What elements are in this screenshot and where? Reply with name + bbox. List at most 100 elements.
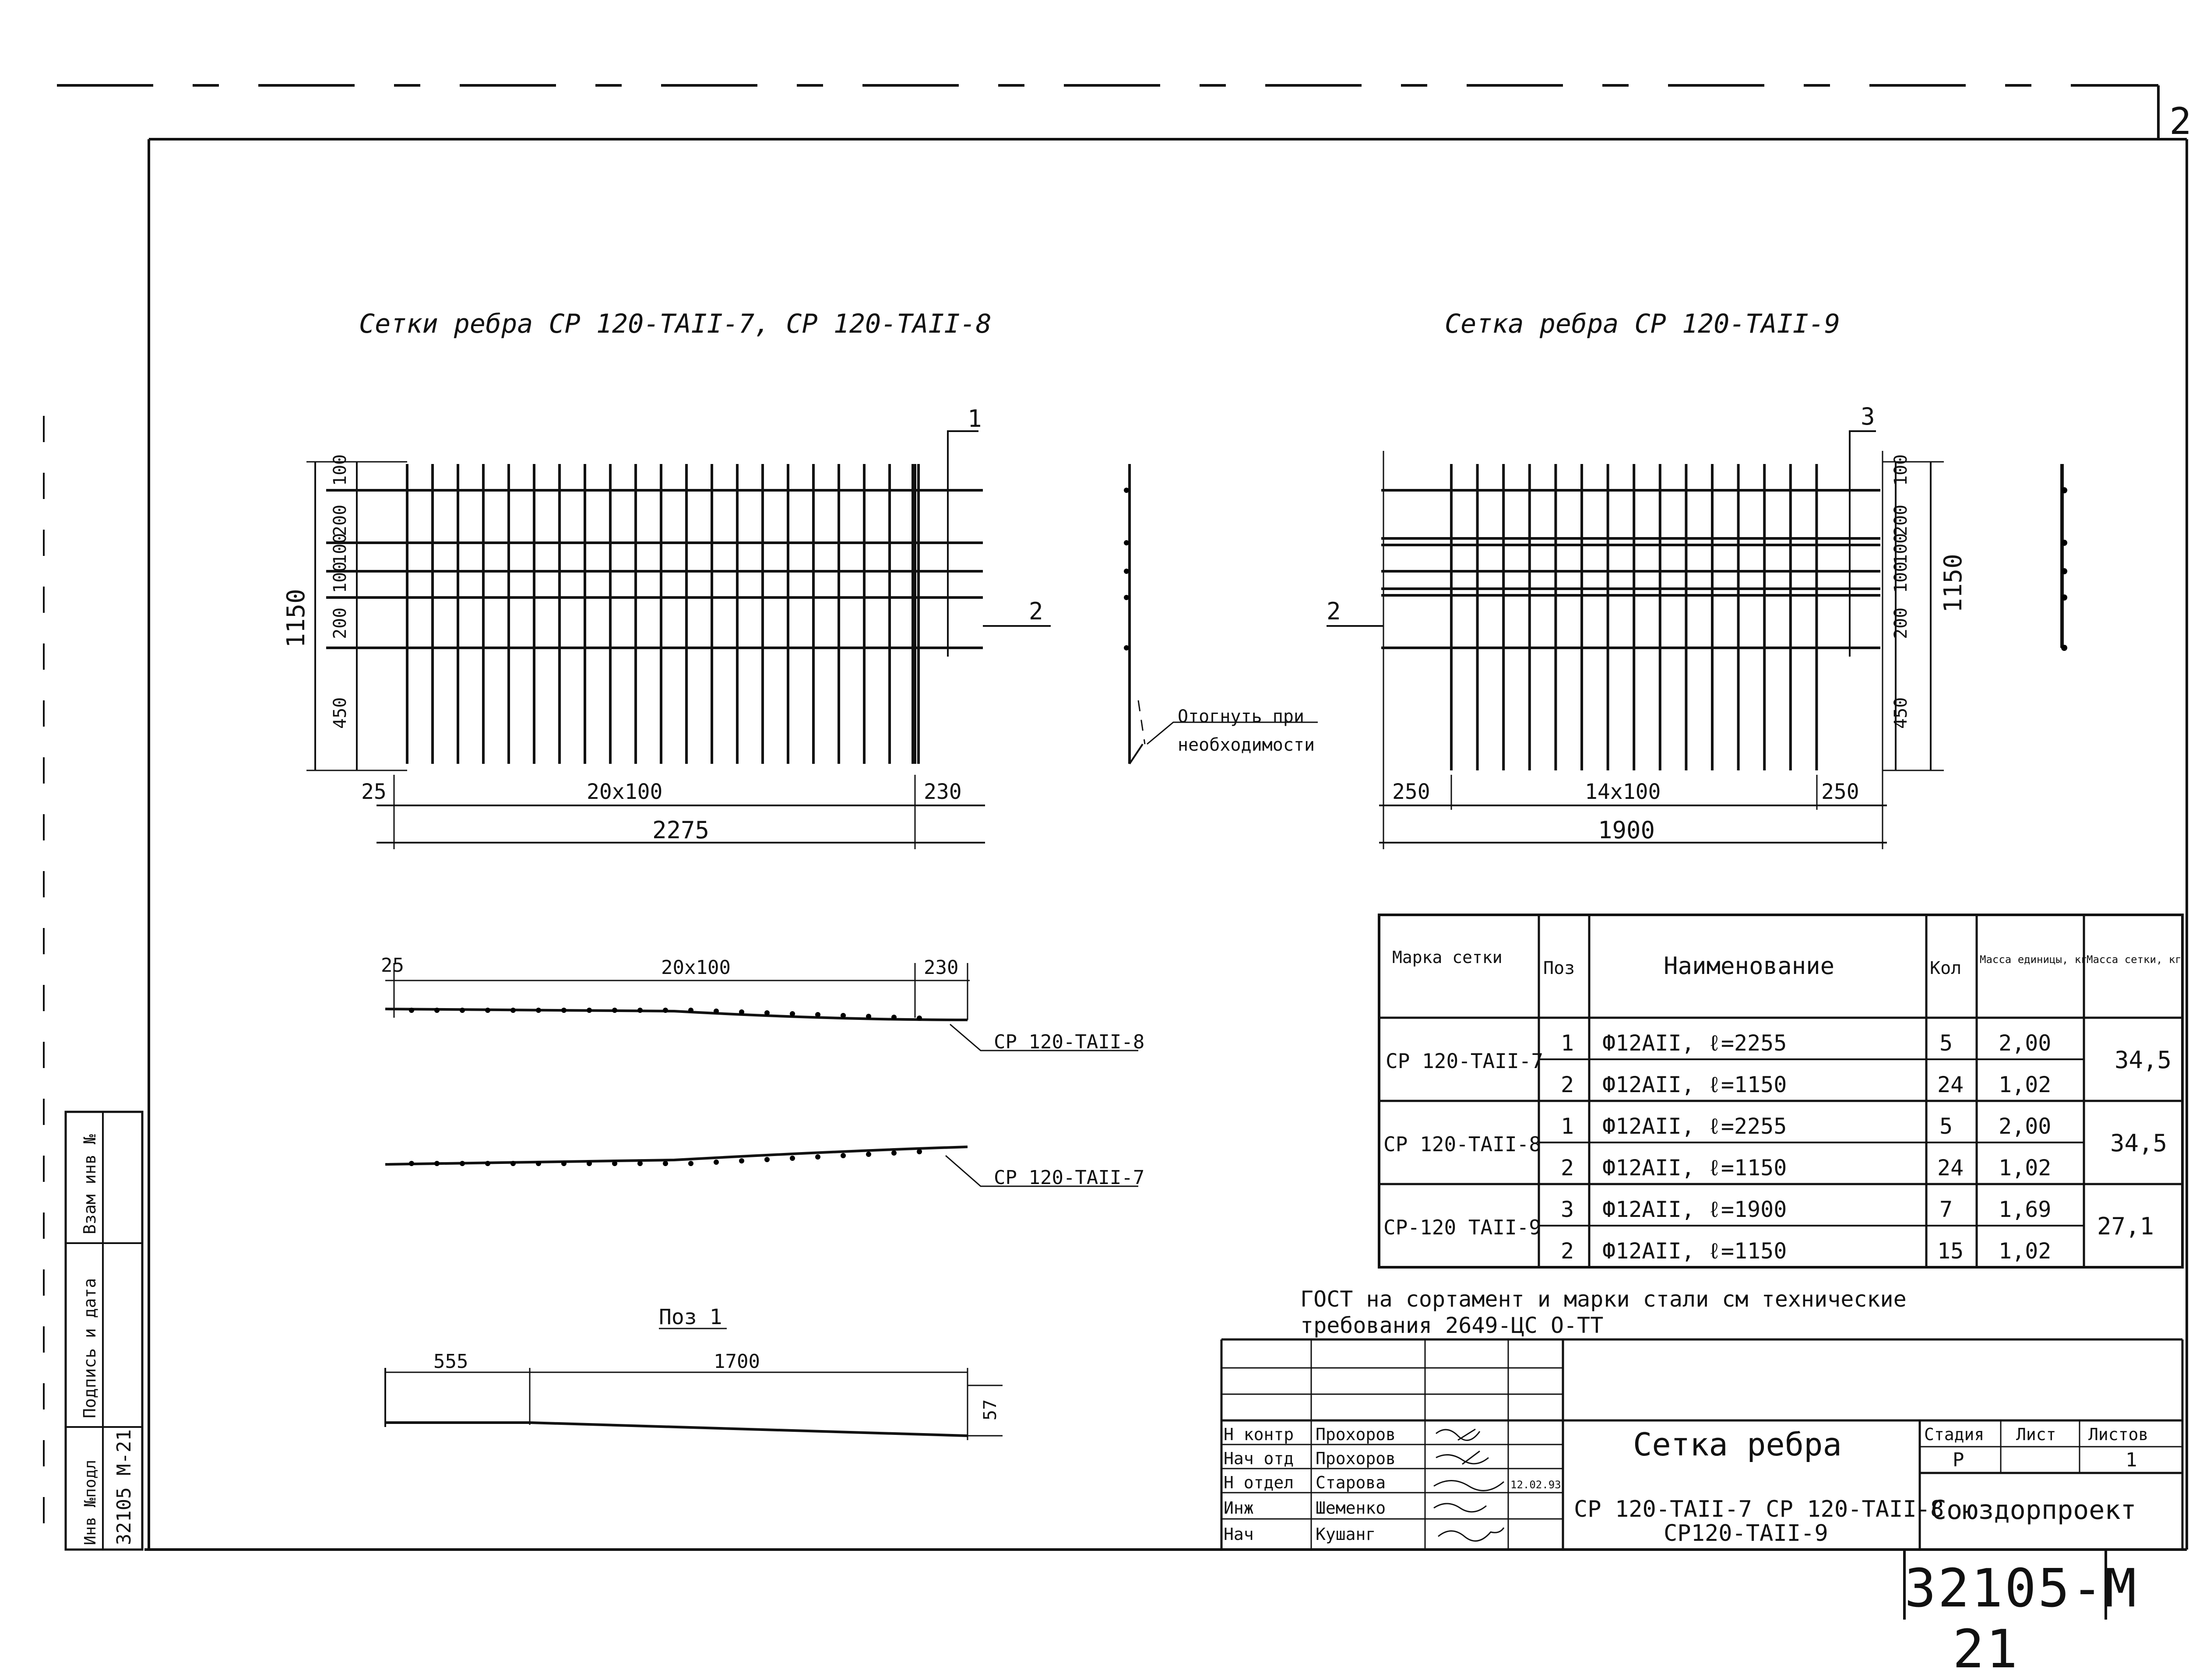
spec-pos-2-1: 1: [1561, 1114, 1574, 1139]
stamp-sheets-value: 1: [2126, 1449, 2137, 1471]
left-dim-450: 450: [330, 697, 350, 729]
spec-qty-1-1: 5: [1939, 1030, 1953, 1056]
spec-total-2: 34,5: [2110, 1129, 2167, 1157]
spec-pos-3-2: 2: [1561, 1238, 1574, 1264]
weld-dot: [739, 1009, 744, 1015]
left-dim-200: 200: [330, 505, 350, 536]
spec-pos-1-1: 1: [1561, 1030, 1574, 1056]
signature-1: [1436, 1428, 1481, 1441]
stamp-role-2: Нач отд: [1224, 1449, 1294, 1468]
sheet-frame: [43, 84, 2188, 1620]
weld-dot: [510, 1161, 516, 1166]
side-inv-value: 32105 М-21: [113, 1429, 135, 1545]
right-dim-200: 200: [1891, 505, 1911, 536]
weld-dot: [587, 1161, 592, 1166]
spec-mark-2: СР 120-ТАII-8: [1383, 1132, 1541, 1156]
spec-pos-1-2: 2: [1561, 1072, 1574, 1097]
spec-mass-3-1: 1,69: [1999, 1197, 2051, 1222]
right-mesh-view: Сетка ребра СР 120-ТАII-9 1150 100 200 1…: [1327, 309, 2067, 849]
stamp-stage-value: Р: [1953, 1449, 1964, 1471]
spec-header-qty: Кол: [1930, 958, 1961, 978]
spec-qty-2-2: 24: [1937, 1155, 1964, 1181]
stamp-subtitle-2: СР120-ТАII-9: [1664, 1520, 1828, 1546]
weld-dot: [434, 1161, 440, 1166]
sheet-corner-number: 21: [2169, 100, 2189, 143]
right-dim-200b: 200: [1891, 608, 1911, 639]
spec-table: Марка сетки Поз Наименование Кол Масса е…: [1378, 914, 2184, 1269]
left-dim-230: 230: [924, 780, 962, 804]
note-line2: требования 2649-ЦС О-ТТ: [1300, 1313, 1603, 1338]
spec-mass-1-1: 2,00: [1999, 1030, 2051, 1056]
side-replace-label: Взам инв №: [80, 1134, 99, 1234]
spec-header-pos: Поз: [1543, 958, 1575, 978]
bend-note-line1: Отогнуть при: [1178, 706, 1304, 727]
right-vertical-bars: [1450, 464, 1818, 770]
spec-total-3: 27,1: [2097, 1213, 2154, 1240]
weld-dot: [536, 1008, 541, 1013]
right-pos-2: 2: [1327, 597, 1341, 625]
pos1-dim-1700: 1700: [714, 1350, 760, 1373]
weld-dot: [460, 1161, 465, 1166]
weld-dot: [536, 1161, 541, 1166]
spec-name-2-2: Ф12АII, ℓ=1150: [1602, 1155, 1787, 1181]
left-pos-1: 1: [968, 405, 982, 432]
weld-dot: [917, 1149, 922, 1154]
stamp-sheets-label: Листов: [2088, 1425, 2148, 1444]
spec-qty-2-1: 5: [1939, 1114, 1953, 1139]
spec-total-1: 34,5: [2115, 1046, 2171, 1074]
right-dim-100: 100: [1891, 454, 1911, 486]
spec-header-mark: Марка сетки: [1392, 948, 1503, 967]
weld-dot: [460, 1008, 465, 1013]
spec-mass-3-2: 1,02: [1999, 1238, 2051, 1264]
spec-header-total-mass: Масса сетки, кг: [2087, 953, 2182, 966]
stamp-date: 12.02.93: [1510, 1479, 1561, 1491]
designation-code: 32105-M: [1904, 1558, 2138, 1619]
weld-dot: [714, 1160, 719, 1165]
weld-dot: [612, 1008, 617, 1013]
weld-dot: [485, 1008, 490, 1013]
weld-dot: [790, 1156, 795, 1161]
note-line1: ГОСТ на сортамент и марки стали см техни…: [1300, 1286, 1907, 1312]
weld-dot: [561, 1008, 567, 1013]
weld-dot: [866, 1152, 871, 1157]
spec-name-1-2: Ф12АII, ℓ=1150: [1602, 1072, 1787, 1097]
weld-dot: [561, 1161, 567, 1166]
bend-note-line2: необходимости: [1178, 735, 1315, 755]
spec-mark-3: СР-120 ТАII-9: [1383, 1216, 1541, 1239]
profiles-view: 25 20x100 230 СР 120-ТАII-8 СР 120-ТАII-…: [381, 954, 1144, 1189]
right-view-title: Сетка ребра СР 120-ТАII-9: [1445, 309, 1840, 339]
weld-dot: [637, 1008, 643, 1013]
weld-dot: [587, 1008, 592, 1013]
weld-dot: [612, 1161, 617, 1166]
weld-dot: [485, 1161, 490, 1166]
left-pos-2: 2: [1029, 597, 1043, 625]
weld-dot: [815, 1154, 820, 1160]
stamp-name-3: Старова: [1316, 1473, 1386, 1492]
left-dim-20x100: 20x100: [587, 780, 662, 804]
weld-dot: [866, 1014, 871, 1019]
left-view-title: Сетки ребра СР 120-ТАII-7, СР 120-ТАII-8: [359, 309, 992, 339]
weld-dot: [841, 1153, 846, 1158]
pos1-title: Поз 1: [659, 1305, 722, 1329]
weld-dot: [841, 1013, 846, 1018]
left-dim-height: 1150: [282, 589, 310, 648]
stamp-name-5: Кушанг: [1316, 1525, 1376, 1544]
profile-label-7: СР 120-ТАII-7: [994, 1167, 1144, 1189]
signature-3: [1433, 1480, 1504, 1491]
spec-name-1-1: Ф12АII, ℓ=2255: [1602, 1030, 1787, 1056]
right-dim-height: 1150: [1939, 554, 1967, 613]
weld-dot: [815, 1012, 820, 1017]
stamp-name-4: Шеменко: [1316, 1498, 1386, 1518]
stamp-stage-label: Стадия: [1924, 1425, 1984, 1444]
pos1-dim-555: 555: [433, 1350, 468, 1373]
left-mesh-view: Сетки ребра СР 120-ТАII-7, СР 120-ТАII-8…: [282, 309, 1318, 849]
stamp-role-4: Инж: [1224, 1498, 1254, 1518]
weld-dot: [409, 1008, 414, 1013]
profile-dim-25: 25: [381, 954, 404, 977]
pos1-detail: Поз 1 555 1700 57: [384, 1305, 1003, 1440]
weld-dot: [891, 1150, 897, 1156]
right-dim-100c: 100: [1891, 562, 1911, 593]
spec-header-name: Наименование: [1664, 952, 1834, 980]
weld-dot: [764, 1010, 770, 1016]
